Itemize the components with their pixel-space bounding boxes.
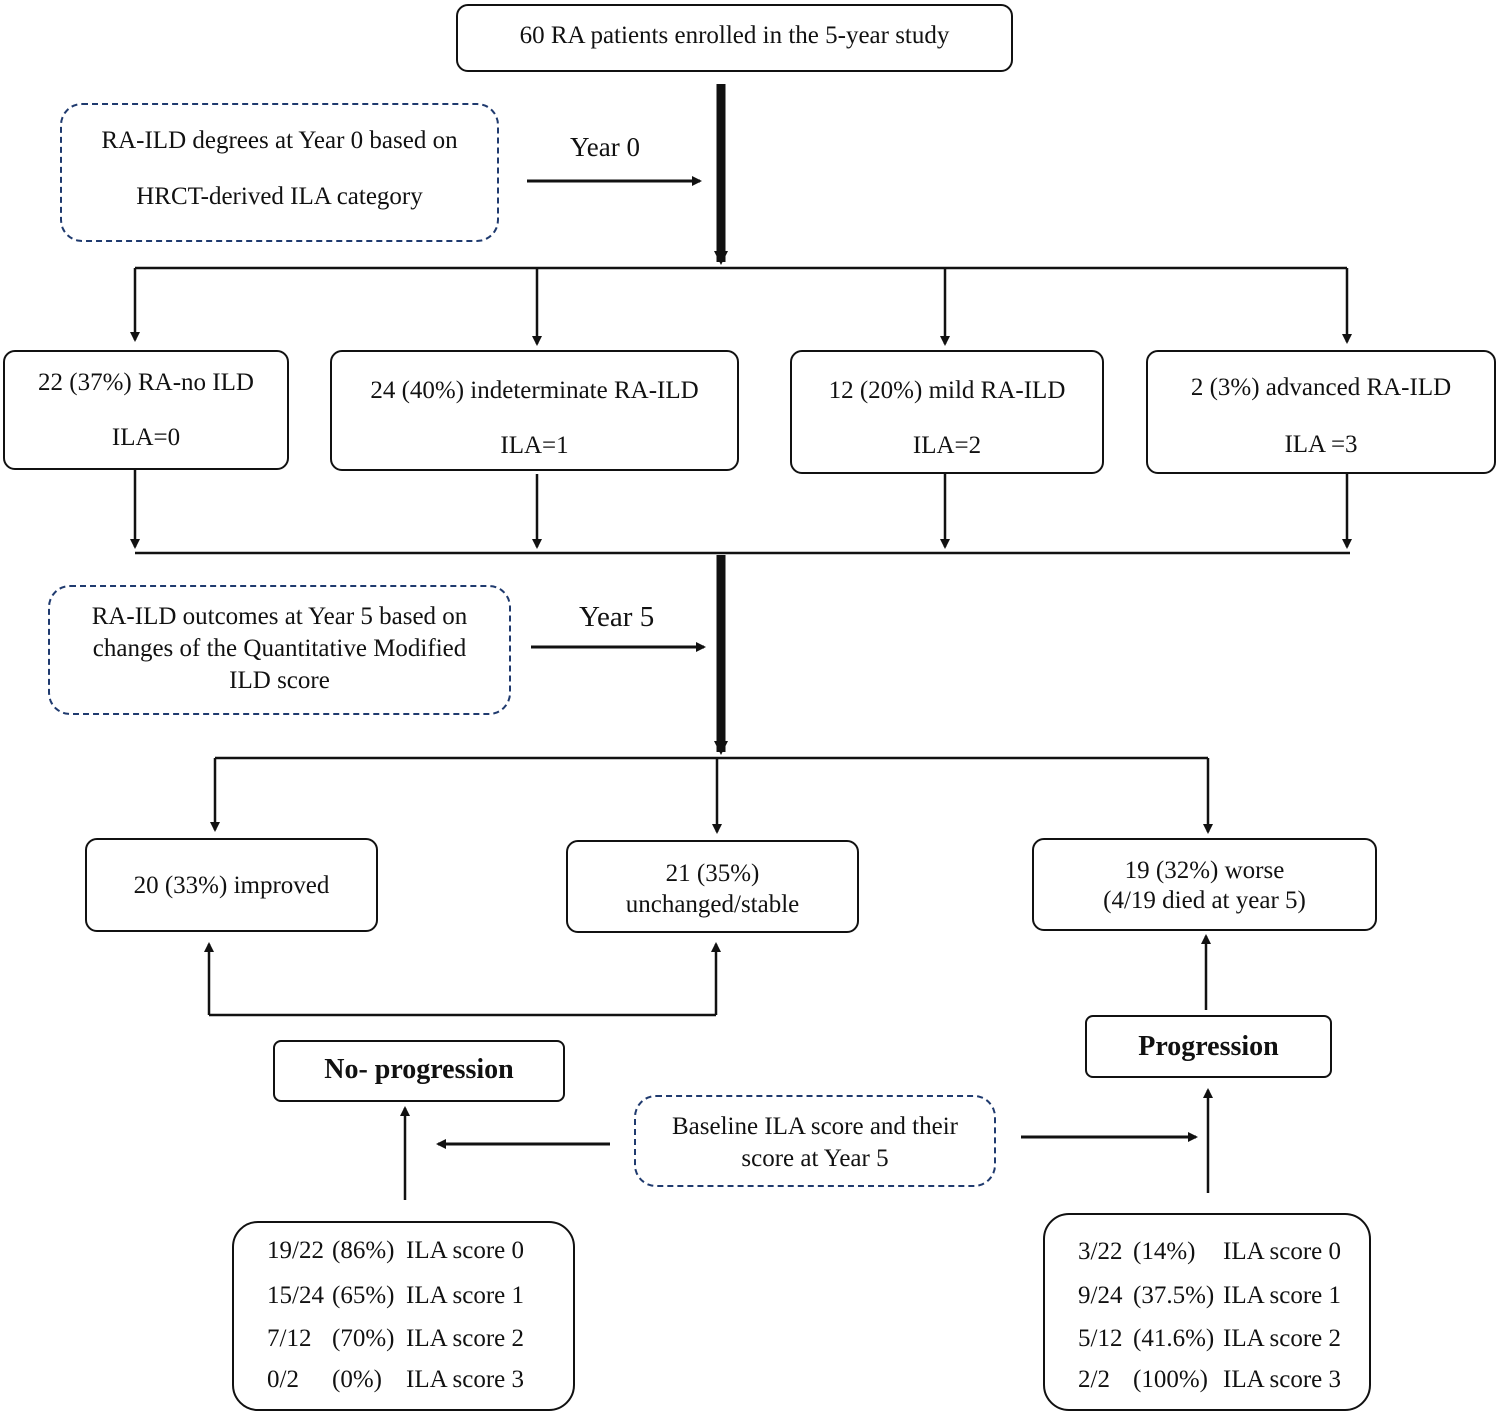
row-score: ILA score 1 xyxy=(1223,1282,1342,1309)
category-title: 12 (20%) mild RA-ILD xyxy=(828,377,1066,404)
row-score: ILA score 3 xyxy=(406,1366,525,1393)
stable-label-line2: unchanged/stable xyxy=(625,891,800,918)
row-percent: (14%) xyxy=(1133,1238,1196,1265)
category-title: 2 (3%) advanced RA-ILD xyxy=(1190,374,1452,401)
baseline-note: RA-ILD degrees at Year 0 based on HRCT-d… xyxy=(60,103,499,242)
row-score: ILA score 2 xyxy=(1223,1325,1342,1352)
category-ila: ILA=0 xyxy=(111,424,181,451)
year5-label: Year 5 xyxy=(579,601,655,633)
row-fraction: 9/24 xyxy=(1078,1282,1123,1309)
row-score: ILA score 0 xyxy=(406,1237,525,1264)
row-fraction: 2/2 xyxy=(1078,1366,1110,1393)
worse-label-line2: (4/19 died at year 5) xyxy=(1103,887,1306,914)
category-box-mild: 12 (20%) mild RA-ILD ILA=2 xyxy=(790,350,1104,474)
outcome-note-line2: changes of the Quantitative Modified xyxy=(92,635,467,662)
year0-label: Year 0 xyxy=(570,132,641,162)
progression-table: 3/22 (14%) ILA score 0 9/24 (37.5%) ILA … xyxy=(1043,1213,1371,1411)
worse-box: 19 (32%) worse (4/19 died at year 5) xyxy=(1032,838,1377,931)
row-percent: (70%) xyxy=(332,1325,395,1352)
enrolled-label: 60 RA patients enrolled in the 5-year st… xyxy=(519,22,950,49)
row-score: ILA score 0 xyxy=(1223,1238,1342,1265)
progression-box: Progression xyxy=(1085,1015,1332,1078)
category-title: 24 (40%) indeterminate RA-ILD xyxy=(370,377,699,404)
row-percent: (0%) xyxy=(332,1366,382,1393)
row-percent: (65%) xyxy=(332,1282,395,1309)
outcome-note-line3: ILD score xyxy=(229,667,330,694)
no-progression-table: 19/22 (86%) ILA score 0 15/24 (65%) ILA … xyxy=(232,1221,575,1411)
stable-label-line1: 21 (35%) xyxy=(665,860,760,887)
baseline-note-line2: HRCT-derived ILA category xyxy=(136,183,423,210)
category-ila: ILA =3 xyxy=(1284,431,1358,458)
score-note: Baseline ILA score and their score at Ye… xyxy=(634,1095,996,1187)
row-score: ILA score 2 xyxy=(406,1325,525,1352)
stable-box: 21 (35%) unchanged/stable xyxy=(566,840,859,933)
outcome-note-line1: RA-ILD outcomes at Year 5 based on xyxy=(91,603,468,630)
worse-label-line1: 19 (32%) worse xyxy=(1124,857,1285,884)
row-score: ILA score 1 xyxy=(406,1282,525,1309)
row-percent: (41.6%) xyxy=(1133,1325,1215,1352)
row-percent: (100%) xyxy=(1133,1366,1208,1393)
row-fraction: 15/24 xyxy=(267,1282,324,1309)
category-ila: ILA=2 xyxy=(912,432,982,459)
row-score: ILA score 3 xyxy=(1223,1366,1342,1393)
row-fraction: 7/12 xyxy=(267,1325,312,1352)
row-fraction: 3/22 xyxy=(1078,1238,1123,1265)
improved-label: 20 (33%) improved xyxy=(133,872,330,899)
row-percent: (37.5%) xyxy=(1133,1282,1215,1309)
outcome-note: RA-ILD outcomes at Year 5 based on chang… xyxy=(48,585,511,715)
score-note-line2: score at Year 5 xyxy=(741,1145,889,1172)
score-note-line1: Baseline ILA score and their xyxy=(671,1113,958,1140)
category-box-no-ild: 22 (37%) RA-no ILD ILA=0 xyxy=(3,350,289,470)
no-progression-box: No- progression xyxy=(273,1040,565,1102)
row-fraction: 19/22 xyxy=(267,1237,324,1264)
row-fraction: 5/12 xyxy=(1078,1325,1123,1352)
baseline-note-line1: RA-ILD degrees at Year 0 based on xyxy=(101,127,458,154)
no-progression-label: No- progression xyxy=(324,1054,514,1085)
category-ila: ILA=1 xyxy=(500,432,569,459)
category-title: 22 (37%) RA-no ILD xyxy=(38,369,254,396)
row-percent: (86%) xyxy=(332,1237,395,1264)
category-box-indeterminate: 24 (40%) indeterminate RA-ILD ILA=1 xyxy=(330,350,739,471)
enrolled-box: 60 RA patients enrolled in the 5-year st… xyxy=(456,4,1013,72)
row-fraction: 0/2 xyxy=(267,1366,299,1393)
progression-label: Progression xyxy=(1138,1031,1279,1062)
improved-box: 20 (33%) improved xyxy=(85,838,378,932)
category-box-advanced: 2 (3%) advanced RA-ILD ILA =3 xyxy=(1146,350,1496,474)
